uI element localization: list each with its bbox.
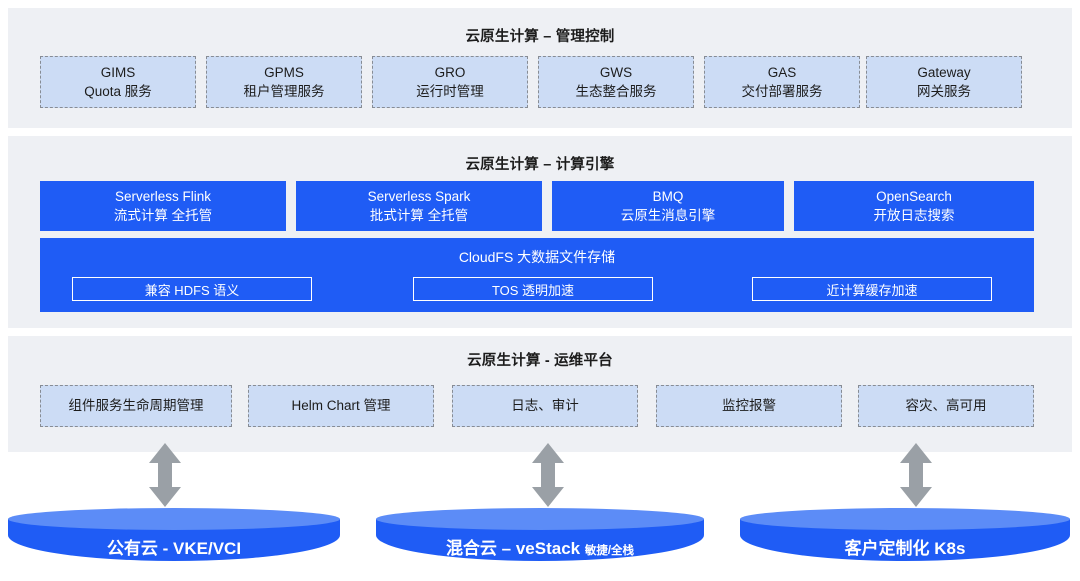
service-box-gas[interactable]: GAS 交付部署服务 — [704, 56, 860, 108]
storage-chip-near-compute-cache[interactable]: 近计算缓存加速 — [752, 277, 992, 301]
double-arrow-icon-left — [148, 443, 182, 507]
service-box-gims-line2: Quota 服务 — [84, 84, 152, 99]
cylinder-top-ellipse — [8, 508, 340, 530]
service-box-gws[interactable]: GWS 生态整合服务 — [538, 56, 694, 108]
engine-box-bmq-line1: BMQ — [652, 188, 684, 204]
service-box-gpms-line2: 租户管理服务 — [243, 84, 325, 99]
engine-box-serverless-flink-line1: Serverless Flink — [114, 188, 212, 204]
section-title-compute-engine: 云原生计算 – 计算引擎 — [465, 157, 615, 173]
ops-box-dr-high-availability-label: 容灾、高可用 — [905, 398, 987, 414]
storage-chip-tos[interactable]: TOS 透明加速 — [413, 277, 653, 301]
cylinder-top-ellipse — [740, 508, 1070, 530]
ops-box-helm-chart-label: Helm Chart 管理 — [291, 398, 391, 414]
engine-box-bmq[interactable]: BMQ 云原生消息引擎 — [552, 181, 784, 231]
engine-box-serverless-spark-line2: 批式计算 全托管 — [369, 208, 469, 223]
section-title-management-control: 云原生计算 – 管理控制 — [465, 29, 615, 45]
service-box-gpms-line1: GPMS — [264, 64, 304, 80]
service-box-gims-line1: GIMS — [100, 64, 136, 80]
engine-box-serverless-flink-line2: 流式计算 全托管 — [113, 208, 213, 223]
platform-label-custom-k8s: 客户定制化 K8s — [740, 534, 1070, 559]
platform-label-public-cloud: 公有云 - VKE/VCI — [8, 534, 340, 559]
storage-band-cloudfs-title: CloudFS 大数据文件存储 — [458, 249, 616, 265]
ops-box-monitoring-alerting[interactable]: 监控报警 — [656, 385, 842, 427]
service-box-gro-line2: 运行时管理 — [416, 84, 484, 99]
service-box-gpms[interactable]: GPMS 租户管理服务 — [206, 56, 362, 108]
service-box-gas-line2: 交付部署服务 — [741, 84, 823, 99]
ops-box-dr-high-availability[interactable]: 容灾、高可用 — [858, 385, 1034, 427]
engine-box-opensearch-line1: OpenSearch — [876, 188, 952, 204]
service-box-gws-line2: 生态整合服务 — [575, 84, 657, 99]
storage-band-cloudfs[interactable]: CloudFS 大数据文件存储 兼容 HDFS 语义 TOS 透明加速 近计算缓… — [40, 238, 1034, 312]
engine-box-opensearch-line2: 开放日志搜索 — [873, 208, 955, 223]
engine-box-bmq-line2: 云原生消息引擎 — [620, 208, 716, 223]
platform-cylinder-public-cloud[interactable]: 公有云 - VKE/VCI — [8, 508, 340, 572]
engine-box-serverless-spark[interactable]: Serverless Spark 批式计算 全托管 — [296, 181, 542, 231]
storage-chip-hdfs[interactable]: 兼容 HDFS 语义 — [72, 277, 312, 301]
platform-label-public-cloud-main: 公有云 - VKE/VCI — [106, 539, 242, 558]
service-box-gro[interactable]: GRO 运行时管理 — [372, 56, 528, 108]
ops-box-log-audit[interactable]: 日志、审计 — [452, 385, 638, 427]
platform-label-custom-k8s-main: 客户定制化 K8s — [844, 539, 966, 558]
ops-box-helm-chart[interactable]: Helm Chart 管理 — [248, 385, 434, 427]
platform-cylinder-custom-k8s[interactable]: 客户定制化 K8s — [740, 508, 1070, 572]
service-box-gws-line1: GWS — [599, 64, 633, 80]
platform-label-hybrid-cloud-main: 混合云 – veStack — [445, 539, 581, 558]
ops-box-component-lifecycle-label: 组件服务生命周期管理 — [68, 398, 204, 414]
platform-label-hybrid-cloud: 混合云 – veStack 敏捷/全栈 — [376, 534, 704, 559]
service-box-gateway-line1: Gateway — [917, 64, 971, 80]
ops-box-monitoring-alerting-label: 监控报警 — [722, 398, 776, 414]
service-box-gateway-line2: 网关服务 — [917, 84, 971, 99]
platform-label-hybrid-cloud-sub: 敏捷/全栈 — [584, 545, 635, 557]
ops-box-log-audit-label: 日志、审计 — [511, 398, 579, 414]
service-box-gims[interactable]: GIMS Quota 服务 — [40, 56, 196, 108]
service-box-gateway[interactable]: Gateway 网关服务 — [866, 56, 1022, 108]
double-arrow-icon-center — [531, 443, 565, 507]
cylinder-top-ellipse — [376, 508, 704, 530]
engine-box-serverless-spark-line1: Serverless Spark — [367, 188, 471, 204]
platform-cylinder-hybrid-cloud[interactable]: 混合云 – veStack 敏捷/全栈 — [376, 508, 704, 572]
section-title-ops-platform: 云原生计算 - 运维平台 — [467, 353, 613, 369]
double-arrow-icon-right — [899, 443, 933, 507]
engine-box-opensearch[interactable]: OpenSearch 开放日志搜索 — [794, 181, 1034, 231]
service-box-gas-line1: GAS — [767, 64, 797, 80]
service-box-gro-line1: GRO — [434, 64, 466, 80]
ops-box-component-lifecycle[interactable]: 组件服务生命周期管理 — [40, 385, 232, 427]
engine-box-serverless-flink[interactable]: Serverless Flink 流式计算 全托管 — [40, 181, 286, 231]
